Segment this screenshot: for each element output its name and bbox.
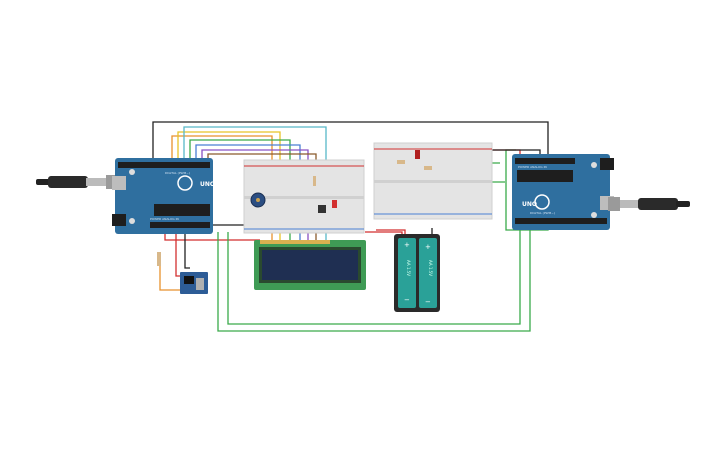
usb-cable-left <box>36 175 118 189</box>
wire-red-module[interactable] <box>175 232 182 277</box>
arduino-left-header-top: DIGITAL (PWM~) <box>165 171 190 175</box>
battery-minus-1: − <box>404 296 410 304</box>
arduino-uno-left[interactable]: UNO DIGITAL (PWM~) POWER ANALOG IN <box>112 158 215 234</box>
arduino-right-header-bottom: POWER ANALOG IN <box>518 165 547 169</box>
led-red-1[interactable] <box>332 200 337 208</box>
battery-plus-1: + <box>404 241 410 249</box>
resistor-2[interactable] <box>397 160 405 164</box>
push-button[interactable] <box>318 205 326 213</box>
battery-plus-2: + <box>425 243 431 251</box>
battery-cell-2-label: AA 1.5V <box>428 260 433 276</box>
battery-cell-1-label: AA 1.5V <box>406 260 411 276</box>
arduino-uno-right[interactable]: UNO DIGITAL (PWM~) POWER ANALOG IN <box>512 154 614 230</box>
arduino-logo-icon <box>534 194 550 210</box>
breadboard-small[interactable] <box>373 142 493 220</box>
resistor-3[interactable] <box>424 166 432 170</box>
wire-black-top[interactable] <box>152 121 549 160</box>
battery-pack[interactable]: + − + − AA 1.5V AA 1.5V <box>394 234 440 312</box>
breadboard-main[interactable] <box>243 159 365 234</box>
arduino-right-logo: UNO <box>522 201 537 208</box>
battery-minus-2: − <box>425 298 431 306</box>
resistor-1[interactable] <box>313 176 316 186</box>
arduino-left-logo: UNO <box>200 181 215 188</box>
arduino-left-header-bottom: POWER ANALOG IN <box>150 217 179 221</box>
arduino-logo-icon <box>177 175 193 191</box>
arduino-right-header-top: DIGITAL (PWM~) <box>530 211 555 215</box>
wire-orange-module[interactable] <box>159 256 182 291</box>
usb-cable-right <box>608 197 690 211</box>
wire-green-bottom-2[interactable] <box>227 228 521 325</box>
wire-black-module[interactable] <box>184 232 190 269</box>
resistor-module[interactable] <box>157 252 161 266</box>
lcd-16x2[interactable] <box>254 240 366 290</box>
led-red-2[interactable] <box>415 150 420 159</box>
esp8266-module[interactable] <box>180 272 208 294</box>
wire-green-bottom[interactable] <box>217 228 531 332</box>
